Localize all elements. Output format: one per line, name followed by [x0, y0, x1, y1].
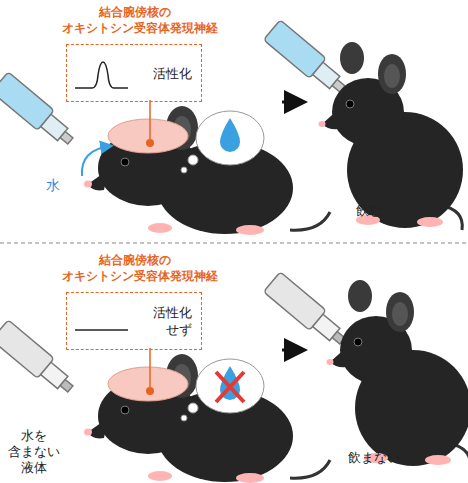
- pipette: [264, 272, 351, 351]
- divider: [0, 243, 468, 244]
- neuron-panel: 結合腕傍核の オキシトシン受容体発現神経活性化: [62, 4, 208, 102]
- arrow: [282, 349, 302, 352]
- neuron-dot: [146, 387, 154, 395]
- thought-bubble: [181, 111, 264, 173]
- mouse: [84, 354, 330, 483]
- leader-line: [149, 348, 151, 387]
- signal-arrow: [82, 146, 110, 176]
- neuron-dot: [146, 139, 154, 147]
- label: 飲む: [344, 203, 394, 219]
- brain: [108, 367, 188, 401]
- mouse: [319, 42, 464, 230]
- panel-heading: 結合腕傍核の オキシトシン受容体発現神経: [62, 252, 208, 284]
- leader-line: [149, 100, 151, 139]
- cross-mark: [216, 372, 244, 402]
- dashed-box: [66, 292, 202, 350]
- label: 飲まない: [336, 450, 412, 466]
- pipette: [264, 20, 351, 99]
- state-text: 活性化: [148, 65, 192, 82]
- label: 水を 含まない 液体: [2, 428, 66, 476]
- label: 水: [42, 177, 64, 193]
- state-text: 活性化 せず: [148, 304, 192, 338]
- arrow: [282, 101, 302, 104]
- brain: [108, 119, 188, 153]
- thought-bubble: [181, 359, 264, 421]
- flat-trace: [75, 329, 128, 331]
- panel-heading: 結合腕傍核の オキシトシン受容体発現神経: [62, 4, 208, 36]
- neuron-panel: 結合腕傍核の オキシトシン受容体発現神経活性化 せず: [62, 252, 208, 350]
- mouse: [84, 106, 330, 235]
- pulse-trace: [75, 62, 128, 88]
- mouse: [327, 280, 468, 468]
